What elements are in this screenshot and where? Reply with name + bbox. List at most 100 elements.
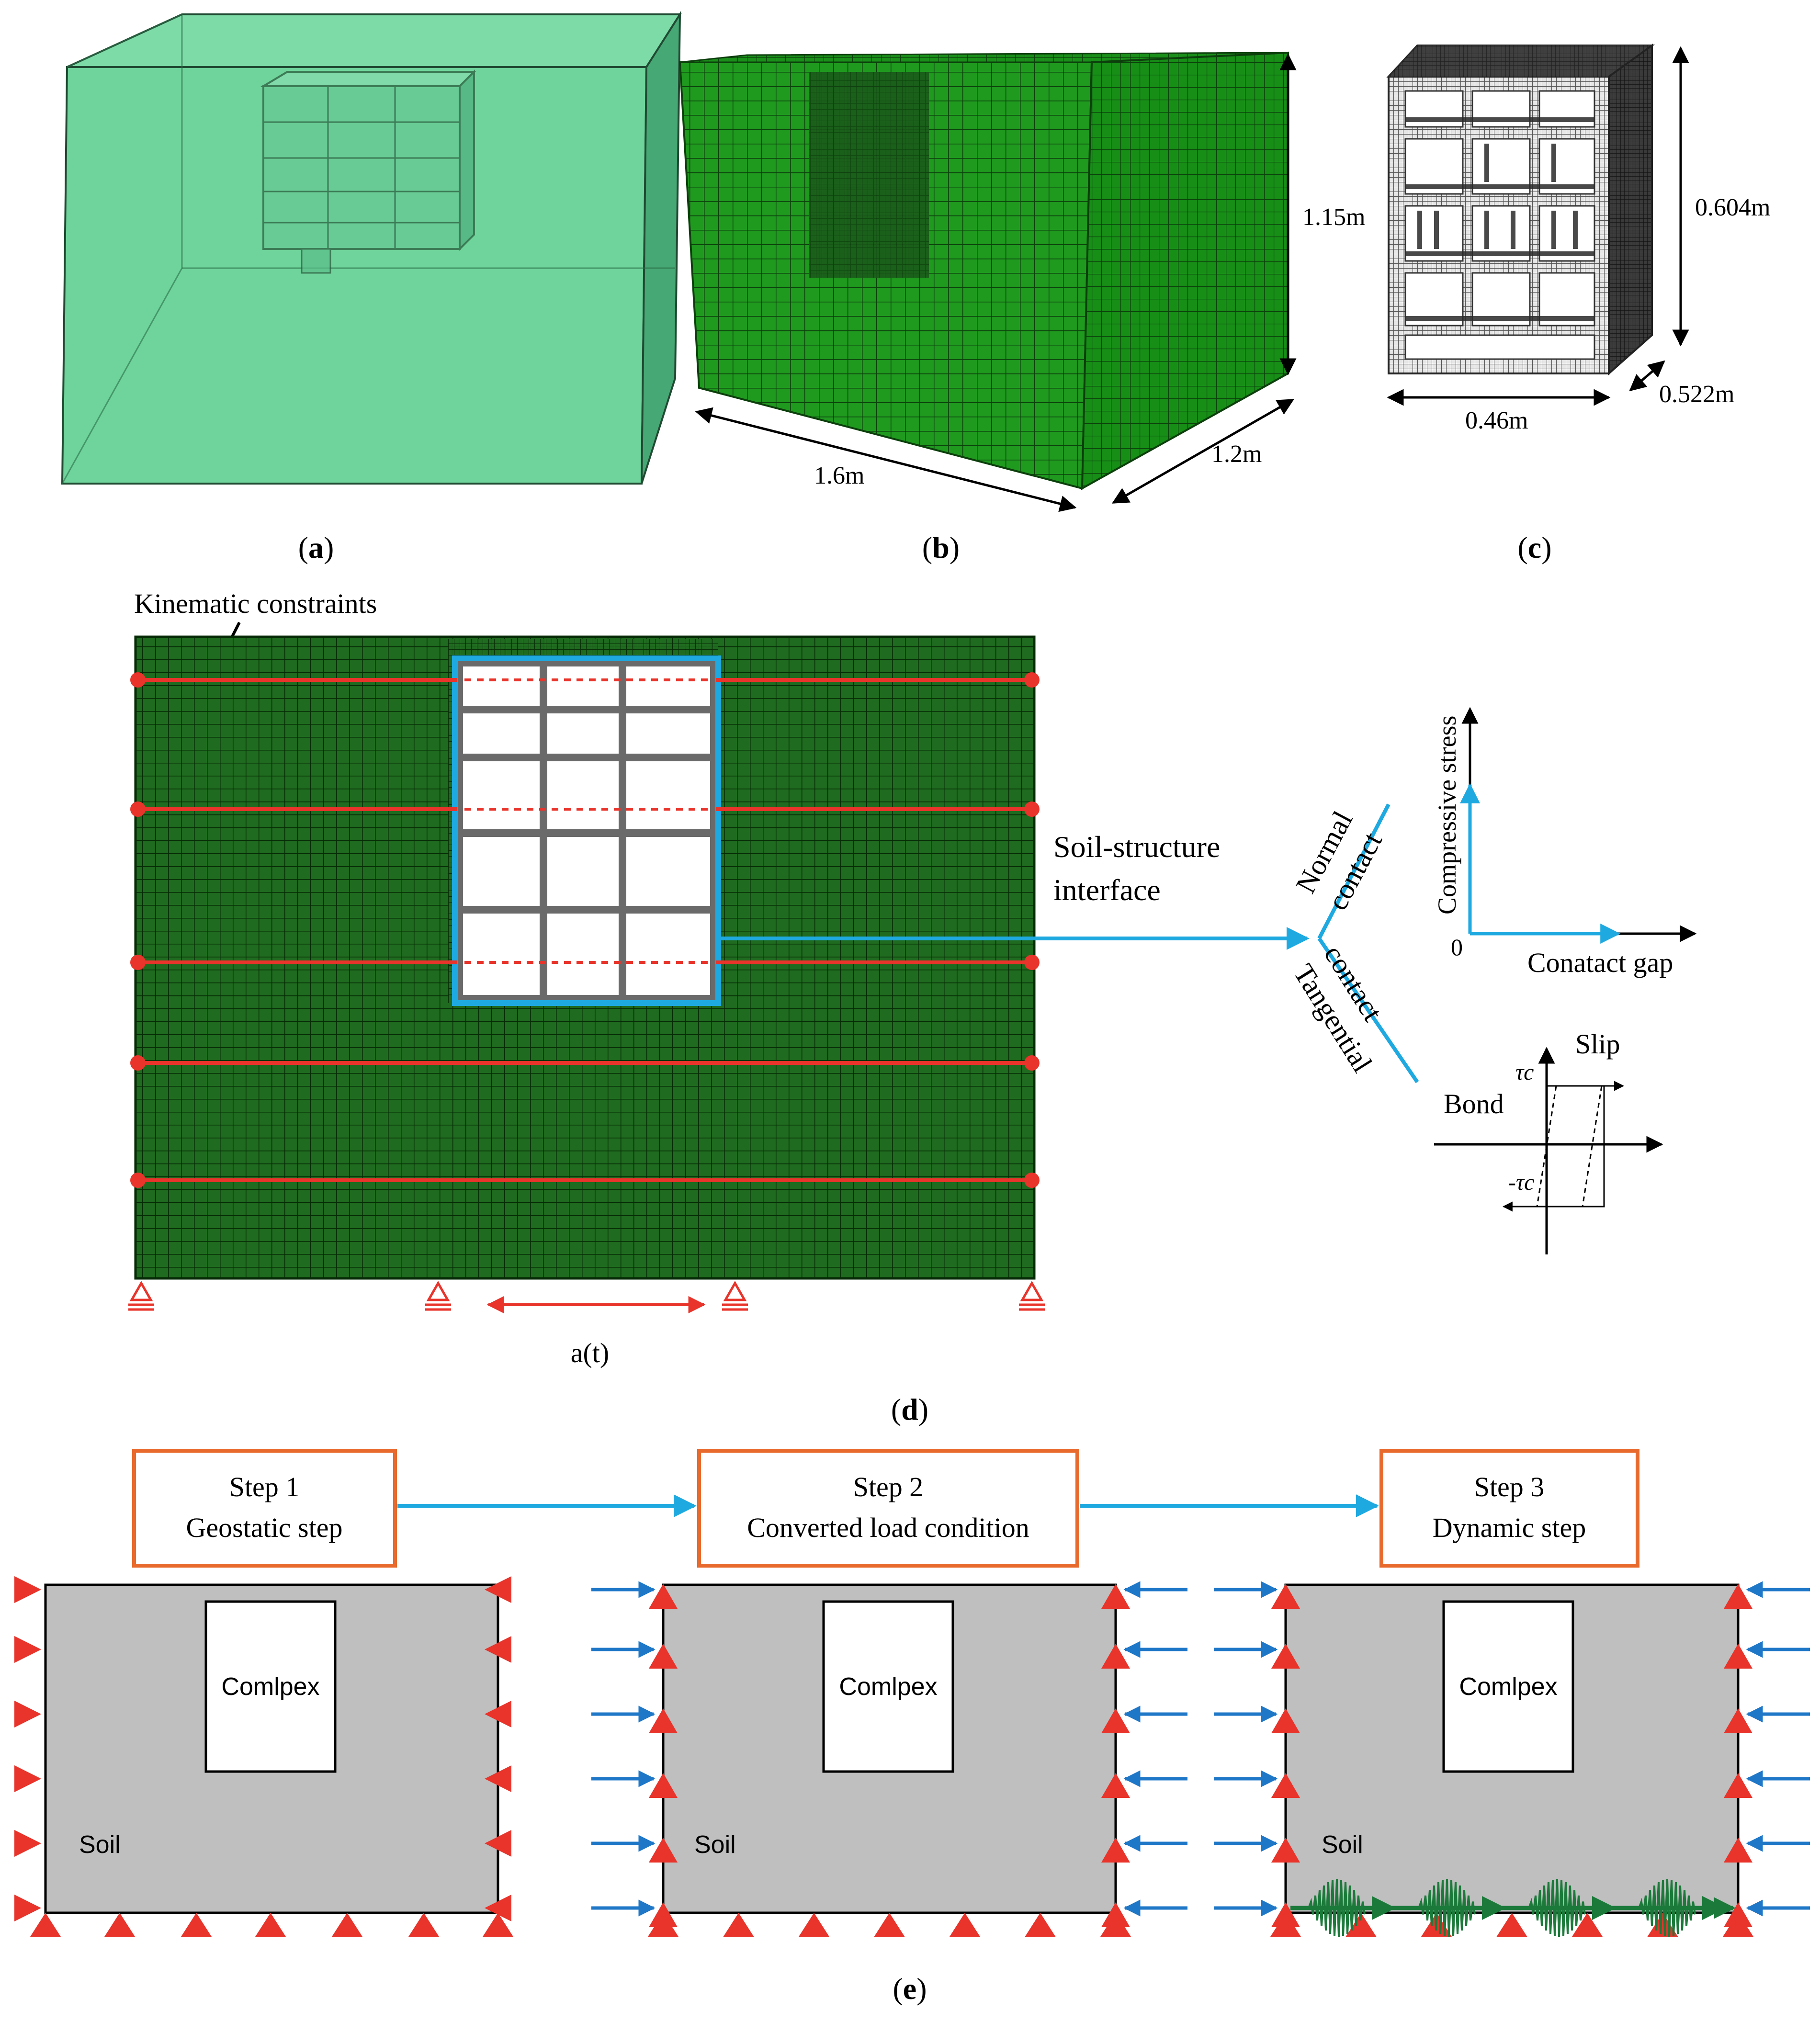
caption-b: (b) (922, 531, 960, 565)
pin-bottom-icon (104, 1913, 135, 1937)
pin-bottom-icon (723, 1913, 754, 1937)
interface-label-1: Soil-structure (1053, 830, 1220, 864)
roller-side-icon (649, 1773, 678, 1798)
step-2-box (697, 1449, 1079, 1568)
pin-bottom-icon (1496, 1913, 1527, 1937)
pin-bottom-icon (332, 1913, 362, 1937)
pin-bottom-icon (1100, 1913, 1131, 1937)
roller-side-icon (1101, 1838, 1130, 1863)
pin-bottom-icon (1345, 1913, 1377, 1937)
dim-width-line-b (695, 407, 1077, 512)
tangential-contact-plot: Slip Bond τc -τc (1434, 1028, 1663, 1254)
dim-depth-line-b (1111, 398, 1295, 504)
dim-height-b: 1.15m (1302, 203, 1365, 231)
seismic-wave-icon (1415, 1879, 1476, 1937)
step-2-subtitle: Converted load condition (747, 1512, 1029, 1543)
pin-supports (128, 1280, 1045, 1311)
wave-direction-icon (1702, 1896, 1726, 1920)
caption-a: (a) (298, 531, 334, 565)
roller-side-icon (1724, 1773, 1752, 1798)
kinematic-constraints-label: Kinematic constraints (134, 588, 377, 619)
pin-bottom-icon (648, 1913, 678, 1937)
normal-contact-label: Normalcontact (1289, 806, 1390, 915)
caption-e: (e) (893, 1972, 927, 2006)
seismic-wave-icon (1305, 1879, 1366, 1937)
pin-bottom-icon (181, 1913, 212, 1937)
roller-right-icon (485, 1830, 511, 1857)
pin-bottom-icon (950, 1913, 980, 1937)
roller-side-icon (1271, 1773, 1300, 1798)
kinematic-constraint-lines (130, 672, 1040, 1188)
pin-bottom-icon (799, 1913, 829, 1937)
pin-bottom-icon (874, 1913, 905, 1937)
soil-label-1: Soil (79, 1831, 121, 1859)
roller-left-icon (14, 1830, 41, 1857)
pin-bottom-icon (1723, 1913, 1753, 1937)
dim-depth-b: 1.2m (1211, 440, 1262, 468)
bond-label: Bond (1444, 1088, 1504, 1119)
dim-depth-line-c (1629, 360, 1665, 392)
pin-bottom-icon (30, 1913, 61, 1937)
tau-positive-label: τc (1515, 1060, 1534, 1085)
roller-right-icon (485, 1895, 511, 1921)
interface-label-2: interface (1053, 873, 1161, 907)
step-3-title: Step 3 (1474, 1471, 1545, 1502)
roller-side-icon (1271, 1644, 1300, 1669)
panel-a: (a) (61, 11, 682, 565)
roller-right-icon (485, 1701, 511, 1727)
tau-negative-label: -τc (1508, 1170, 1534, 1195)
step-1-model: Comlpex Soil (44, 1583, 499, 1914)
roller-side-icon (1724, 1838, 1752, 1863)
roller-side-icon (649, 1644, 678, 1669)
dim-width-c: 0.46m (1465, 407, 1528, 434)
roller-left-icon (14, 1636, 41, 1663)
roller-side-icon (1271, 1584, 1300, 1609)
roller-left-icon (14, 1765, 41, 1792)
complex-label-3: Comlpex (1459, 1673, 1557, 1701)
panel-c: 0.604m 0.46m 0.522m (c) (1386, 44, 1770, 565)
wave-direction-icon (1482, 1896, 1506, 1920)
panel-b: 1.15m 1.6m 1.2m (b) (678, 51, 1365, 565)
wave-direction-icon (1372, 1896, 1396, 1920)
structure-section (452, 655, 721, 1006)
wave-direction-icon (1592, 1896, 1616, 1920)
boundary-condition-symbols (14, 1576, 1810, 1937)
dim-depth-c: 0.522m (1659, 381, 1734, 408)
y-axis-label: Compressive stress (1433, 716, 1461, 915)
pin-bottom-icon (1025, 1913, 1056, 1937)
step-1-title: Step 1 (229, 1471, 300, 1502)
embedded-complex (260, 69, 476, 274)
caption-d: (d) (891, 1392, 928, 1426)
step-3-subtitle: Dynamic step (1433, 1512, 1586, 1543)
pin-bottom-icon (483, 1913, 513, 1937)
pin-bottom-icon (1270, 1913, 1301, 1937)
complex-label-2: Comlpex (839, 1673, 937, 1701)
roller-right-icon (485, 1576, 511, 1603)
step-3-model: Comlpex Soil (1284, 1583, 1740, 1914)
tangential-contact-label: Tangentialcontact (1288, 939, 1409, 1078)
roller-side-icon (1101, 1644, 1130, 1669)
panel-e: Step 1 Geostatic step Step 2 Converted l… (14, 1449, 1810, 2006)
step-3-box (1379, 1449, 1639, 1568)
roller-side-icon (1101, 1584, 1130, 1609)
origin-label: 0 (1451, 934, 1463, 960)
soil-label-2: Soil (694, 1831, 736, 1859)
roller-left-icon (14, 1701, 41, 1727)
contact-branches (1317, 803, 1419, 1084)
complex-label-1: Comlpex (221, 1673, 319, 1701)
roller-right-icon (485, 1765, 511, 1792)
caption-c: (c) (1517, 531, 1551, 565)
roller-side-icon (1724, 1584, 1752, 1609)
roller-left-icon (14, 1576, 41, 1603)
roller-side-icon (1271, 1708, 1300, 1733)
step-1-box (132, 1449, 397, 1568)
x-axis-label: Conatact gap (1527, 947, 1673, 978)
pin-bottom-icon (408, 1913, 439, 1937)
roller-left-icon (14, 1895, 41, 1921)
step-2-title: Step 2 (853, 1471, 924, 1502)
dim-width-b: 1.6m (814, 462, 864, 489)
roller-side-icon (1724, 1644, 1752, 1669)
roller-side-icon (1101, 1773, 1130, 1798)
step-1-subtitle: Geostatic step (186, 1512, 343, 1543)
